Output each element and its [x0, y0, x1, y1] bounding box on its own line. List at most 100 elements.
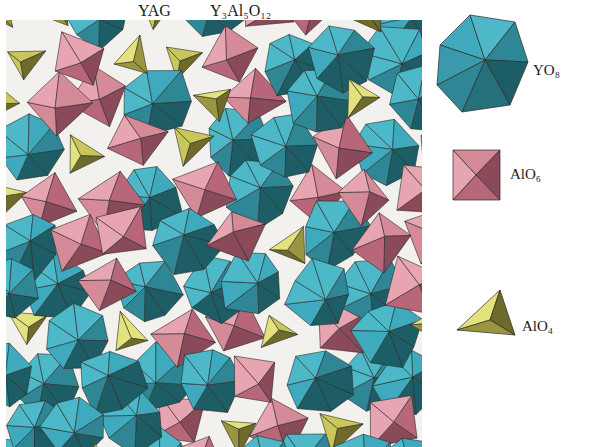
polyhedron-face: [169, 436, 209, 447]
polyhedron-face: [74, 415, 103, 438]
polyhedron-face: [366, 442, 394, 447]
illustration-ground: [6, 20, 422, 447]
polyhedron-face: [174, 128, 190, 167]
polyhedron-face: [411, 323, 422, 343]
polyhedron-face: [206, 212, 233, 246]
polyhedron-face: [285, 146, 309, 177]
polyhedron-face: [30, 241, 56, 281]
polyhedron-face: [421, 136, 422, 159]
polyhedron-face: [100, 415, 137, 438]
polyhedron-face: [312, 258, 344, 299]
polyhedron-face: [6, 183, 27, 196]
polyhedron-face: [206, 232, 248, 261]
polyhedron-face: [51, 214, 90, 244]
polyhedron-face: [103, 237, 147, 255]
polyhedron-face: [153, 20, 176, 29]
polyhedron-face: [259, 362, 275, 402]
polyhedron-face: [55, 32, 81, 71]
legend-text: AlO₄: [522, 318, 553, 335]
polyhedron-face: [6, 20, 13, 27]
formula-label: Y₃Al₅O₁₂: [210, 2, 271, 20]
polyhedron-face: [31, 20, 68, 26]
polyhedron-face: [261, 315, 279, 347]
polyhedron-face: [46, 173, 77, 212]
polyhedron-face: [116, 311, 131, 350]
polyhedron-face: [364, 20, 381, 32]
alo4-icon: [457, 290, 515, 335]
polyhedron-face: [390, 99, 419, 129]
polyhedron-face: [221, 281, 258, 308]
legend-text: YO₈: [533, 62, 560, 79]
polyhedron-face: [27, 71, 59, 108]
polyhedron-face: [398, 256, 422, 285]
polyhedron-face: [141, 132, 169, 166]
polyhedron-face: [134, 35, 148, 74]
polyhedron-face: [135, 415, 162, 447]
polyhedron-face: [411, 307, 422, 325]
polyhedron-face: [402, 438, 422, 447]
polyhedron-face: [145, 287, 165, 322]
polyhedron-face: [47, 340, 79, 368]
polyhedron-face: [78, 280, 111, 310]
polyhedron-face: [257, 436, 284, 447]
polyhedron-face: [397, 66, 422, 100]
polyhedron-face: [205, 162, 237, 200]
polyhedron-face: [216, 89, 231, 121]
polyhedron-face: [258, 283, 280, 314]
polyhedron-face: [6, 375, 27, 406]
polyhedron-face: [64, 20, 100, 35]
polyhedron-face: [379, 213, 411, 237]
polyhedron-face: [224, 97, 251, 123]
polyhedron-face: [297, 378, 330, 411]
polyhedron-face: [193, 95, 219, 121]
polyhedron-face: [338, 48, 375, 81]
polyhedron-face: [181, 383, 208, 409]
polyhedron-face: [366, 119, 395, 149]
polyhedron-face: [404, 165, 423, 190]
polyhedron-face: [405, 221, 422, 264]
polyhedron-face: [418, 66, 422, 100]
polyhedron-face: [159, 427, 181, 447]
polyhedron-face: [338, 169, 370, 193]
polyhedron-face: [338, 192, 370, 226]
polyhedron-face: [200, 436, 227, 447]
polyhedron-face: [6, 215, 33, 241]
polyhedron-face: [49, 303, 78, 340]
polyhedron-face: [305, 434, 335, 447]
polyhedron-face: [413, 377, 422, 414]
polyhedron-face: [6, 78, 20, 104]
polyhedron-face: [244, 20, 272, 26]
polyhedron-face: [78, 316, 108, 341]
yo8-icon: [437, 15, 528, 112]
polyhedron-face: [202, 26, 226, 67]
legend-text: AlO₆: [510, 166, 541, 183]
polyhedron-face: [333, 434, 366, 447]
polyhedron-face: [185, 20, 210, 37]
polyhedron-face: [55, 103, 92, 137]
polyhedron-face: [352, 213, 385, 250]
polyhedron-face: [6, 103, 20, 120]
legend-panel: [430, 28, 611, 400]
polyhedron-face: [147, 71, 182, 104]
polyhedron-face: [6, 292, 9, 313]
polyhedron-face: [6, 294, 15, 318]
polyhedron-face: [385, 285, 422, 314]
polyhedron-face: [9, 270, 38, 299]
polyhedron-face: [6, 114, 29, 155]
polyhedron-face: [7, 426, 35, 447]
title: YAG: [138, 2, 171, 20]
polyhedron-face: [239, 423, 256, 447]
polyhedron-face: [70, 135, 81, 174]
polyhedron-face: [421, 235, 422, 264]
polyhedron-face: [306, 20, 338, 35]
polyhedron-face: [21, 51, 46, 80]
polyhedron-face: [108, 138, 144, 165]
polyhedron-face: [370, 395, 411, 422]
polyhedron-face: [6, 155, 28, 180]
polyhedron-face: [269, 250, 305, 264]
polyhedron-face: [94, 443, 118, 447]
polyhedron-face: [269, 226, 303, 250]
alo6-icon: [453, 150, 500, 200]
